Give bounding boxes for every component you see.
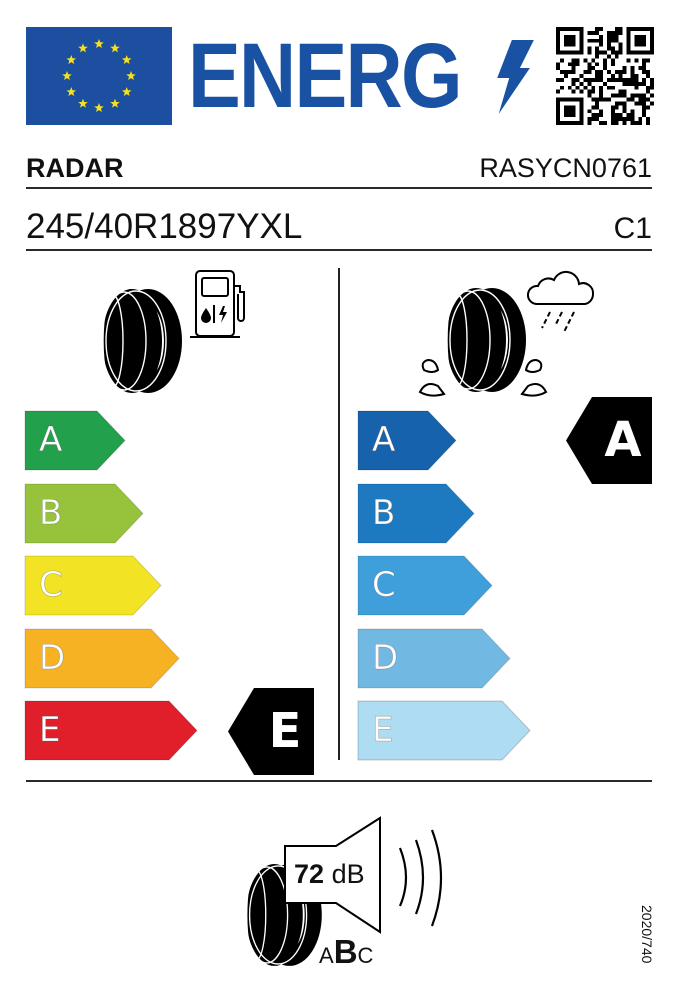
fuel-rating-indicator: E (228, 688, 314, 775)
noise-class-scale: ABC (319, 935, 373, 973)
divider (26, 249, 652, 251)
rain-cloud-icon (524, 266, 600, 333)
lightning-bolt-icon (494, 38, 536, 114)
fuel-pump-icon (190, 268, 250, 342)
sound-waves-icon (396, 826, 456, 930)
wet-grip-pictogram (412, 282, 552, 400)
noise-value: 72 dB (294, 859, 365, 889)
supplier-name: RADAR (26, 153, 124, 183)
tyre-icon (418, 288, 548, 397)
fuel-class-c: C (24, 555, 162, 616)
wet-class-b: B (357, 483, 475, 544)
wet-class-e: E (357, 700, 531, 761)
qr-code-icon[interactable] (556, 27, 654, 125)
column-divider (338, 268, 340, 760)
noise-class-c: C (357, 943, 374, 968)
fuel-class-e: E (24, 700, 198, 761)
wet-class-c: C (357, 555, 493, 616)
tyre-class: C1 (613, 212, 652, 245)
energy-title: ENERG (188, 25, 462, 127)
tyre-size: 245/40R1897YXL (26, 207, 303, 246)
wet-class-d: D (357, 628, 511, 689)
fuel-class-b: B (24, 483, 144, 544)
noise-class-b: B (333, 933, 358, 970)
fuel-class-d: D (24, 628, 180, 689)
water-splash-icon (418, 358, 548, 397)
wet-grip-rating-indicator: A (566, 397, 652, 484)
eu-flag-icon (26, 27, 172, 125)
noise-class-a: A (319, 943, 334, 968)
speaker-icon (284, 816, 384, 936)
fuel-class-a: A (24, 410, 126, 471)
divider (26, 780, 652, 782)
divider (26, 187, 652, 189)
fuel-efficiency-pictogram (98, 285, 258, 395)
model-identifier: RASYCN0761 (479, 153, 652, 183)
wet-class-a: A (357, 410, 457, 471)
regulation-number: 2020/740 (639, 905, 655, 964)
tyre-icon (101, 289, 182, 393)
